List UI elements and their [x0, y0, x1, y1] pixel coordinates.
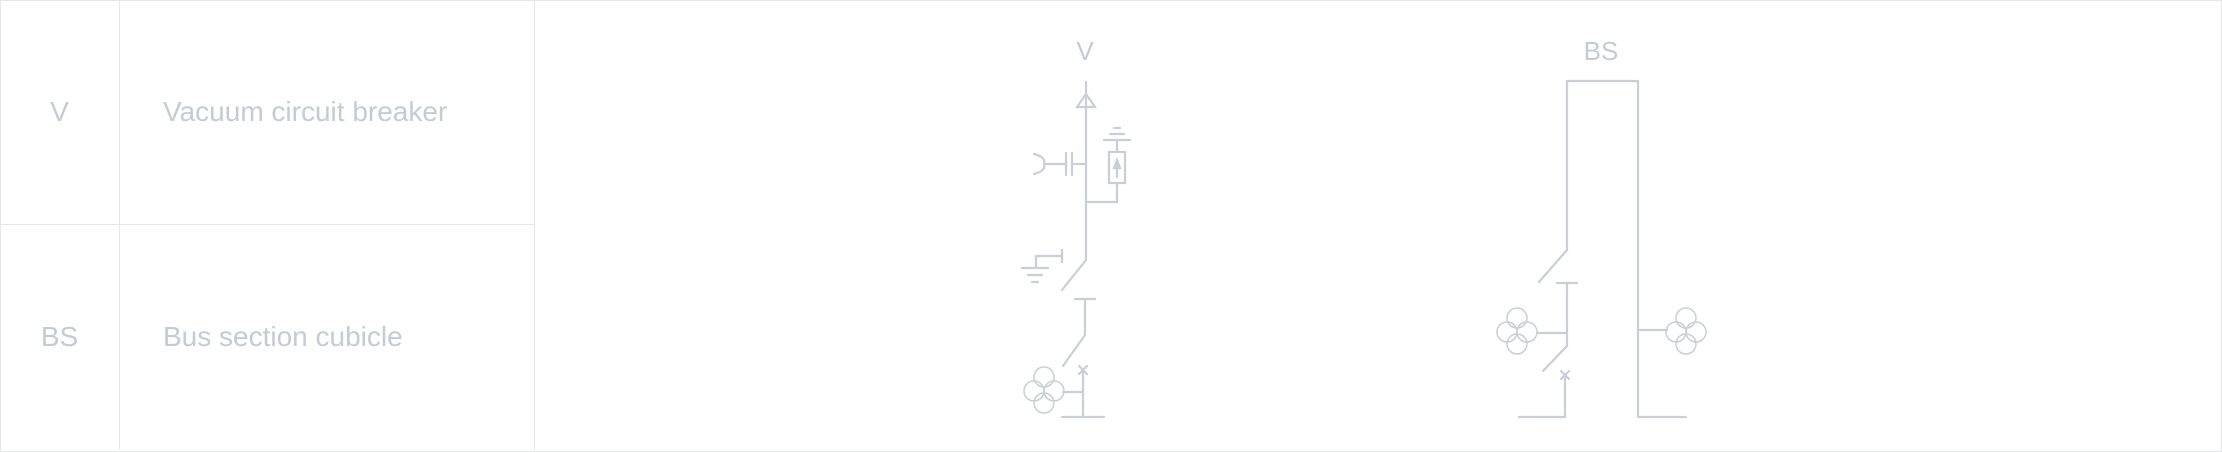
single-line-diagram: V: [1020, 36, 1707, 419]
bs-symbol-label: BS: [1584, 36, 1619, 66]
legend-row-v: V Vacuum circuit breaker: [0, 0, 534, 225]
cable-head-icon: [1032, 152, 1046, 176]
vacuum-circuit-breaker-symbol: [1020, 80, 1132, 419]
legend-code: V: [0, 0, 120, 224]
legend-table: V Vacuum circuit breaker BS Bus section …: [0, 0, 535, 450]
legend-description: Vacuum circuit breaker: [163, 96, 448, 127]
current-transformer-icon: [1023, 366, 1065, 414]
arrow-icon: [1074, 92, 1098, 109]
legend-code: BS: [0, 225, 120, 449]
bus-section-cubicle-symbol: [1517, 79, 1688, 419]
legend-description: Bus section cubicle: [163, 321, 403, 352]
legend-row-bs: BS Bus section cubicle: [0, 225, 534, 449]
current-transformer-icon: [1496, 307, 1538, 355]
current-transformer-icon: [1665, 307, 1707, 355]
v-symbol-label: V: [1076, 36, 1094, 66]
